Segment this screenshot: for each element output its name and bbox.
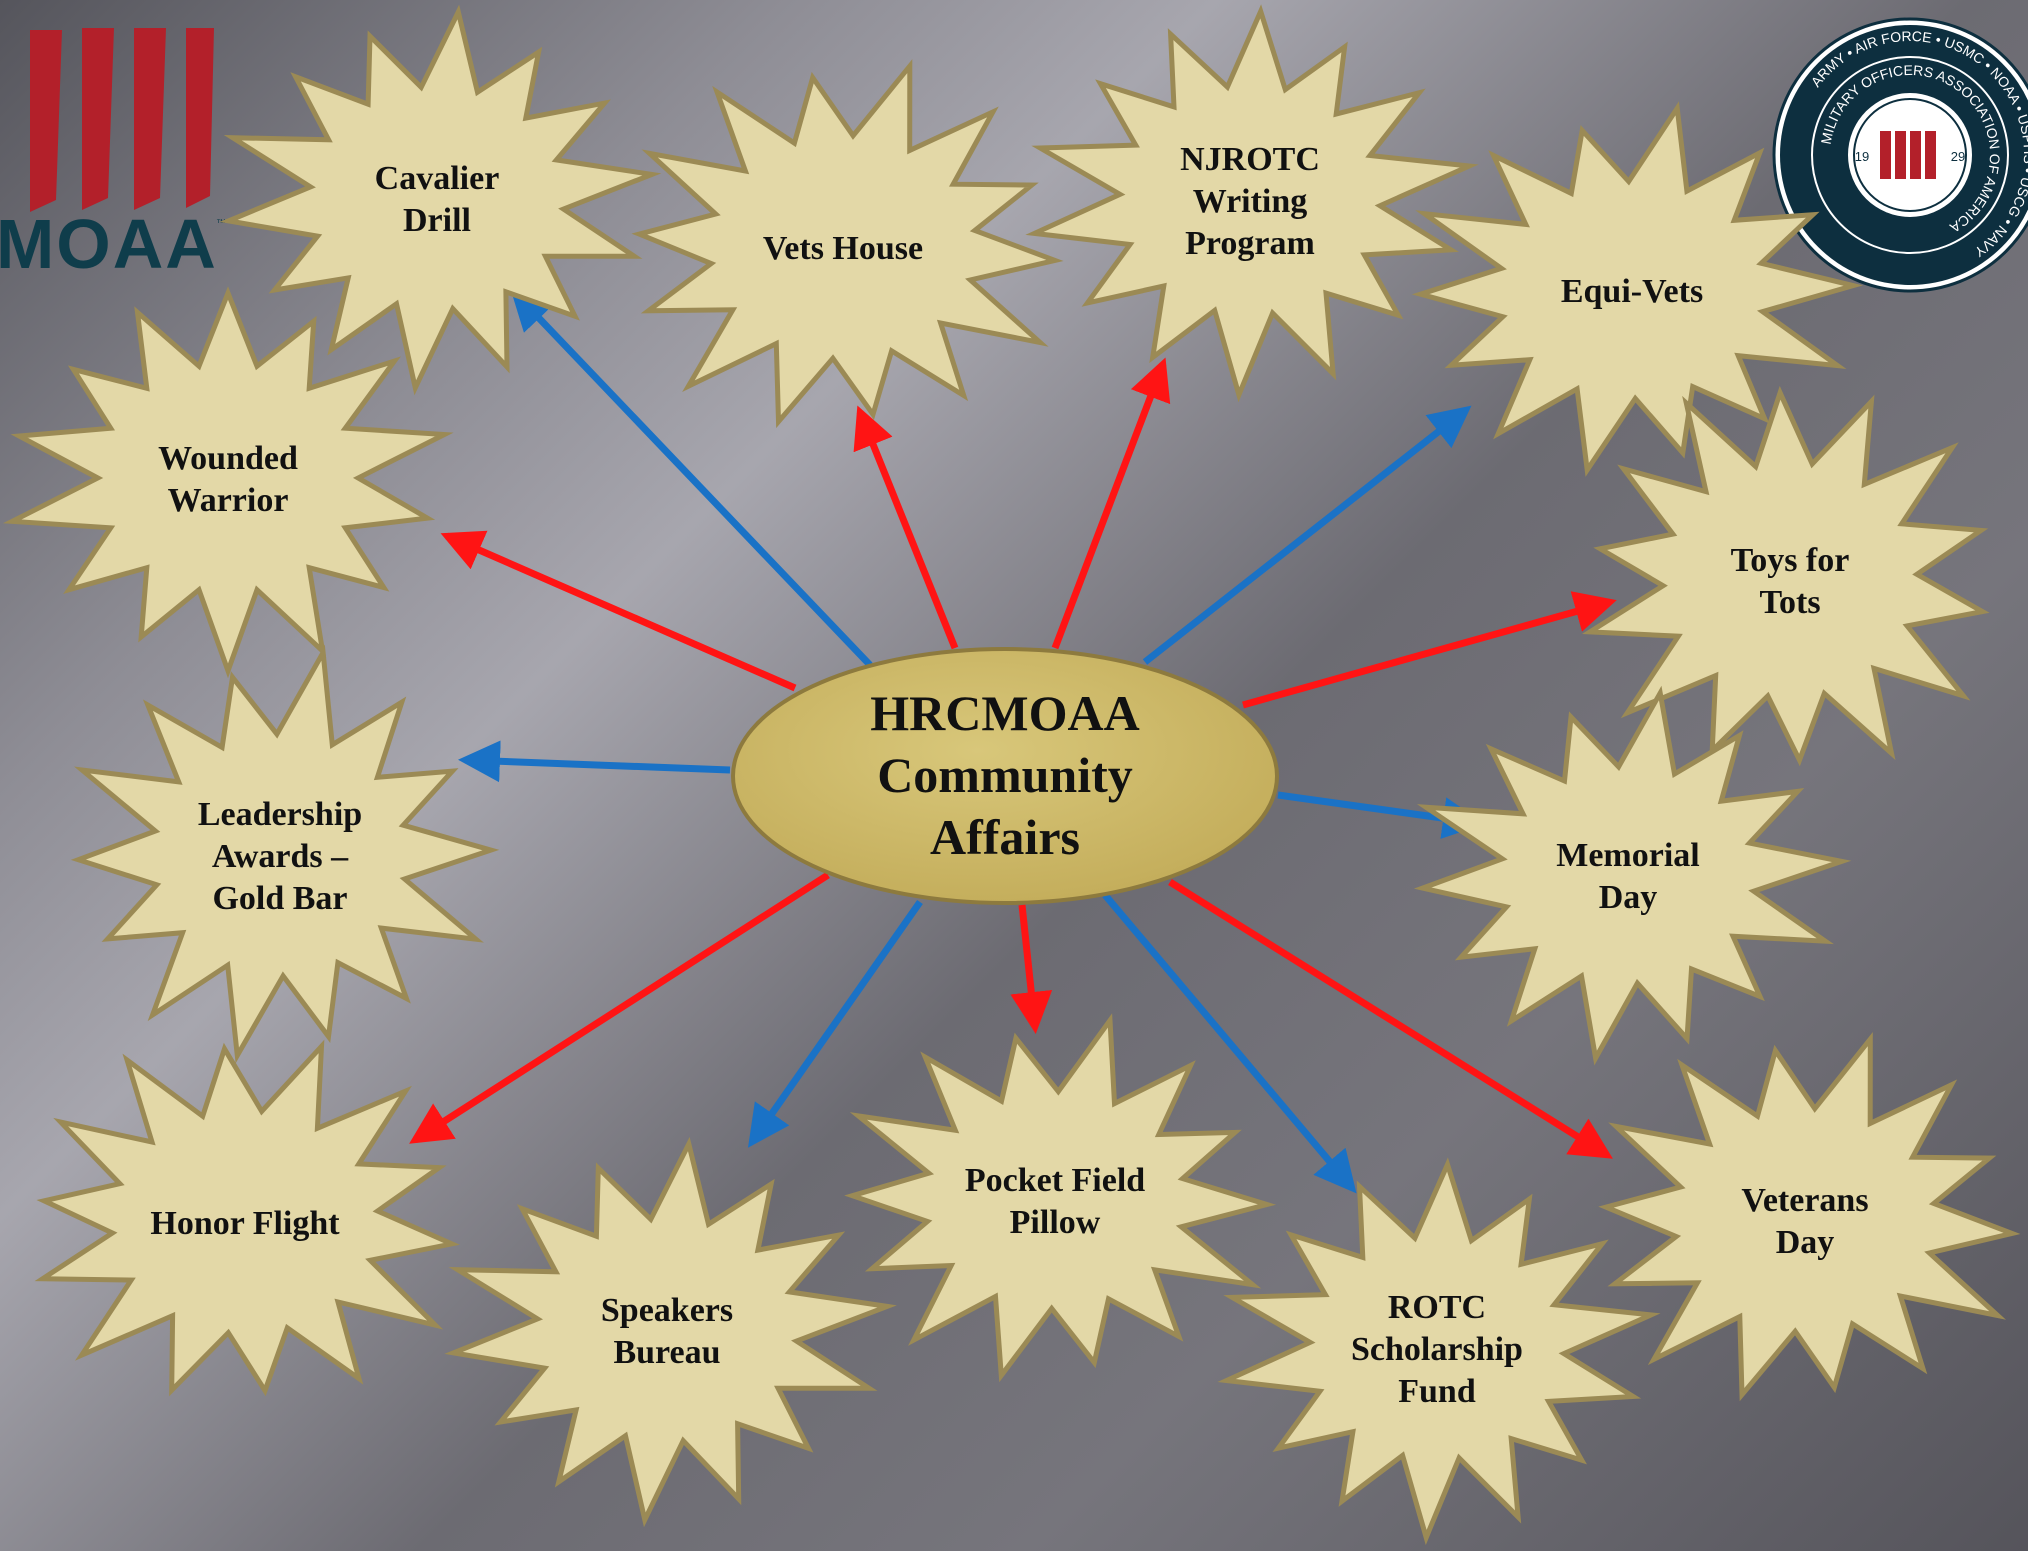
starburst-shape [2, 286, 454, 679]
starburst-shape [1413, 685, 1852, 1066]
node-label-line: ROTC [1388, 1289, 1486, 1326]
hub-title-line-1: HRCMOAA [870, 685, 1139, 741]
node-label-line: Vets House [763, 230, 923, 267]
seal-year-left: 19 [1855, 149, 1869, 164]
starburst-shape [1598, 1031, 2021, 1402]
node-label-line: Toys for [1731, 542, 1850, 579]
arrow-to-toys-for-tots [1242, 591, 1617, 709]
node-label-line: Pocket Field [965, 1162, 1145, 1199]
node-label-line: Bureau [613, 1334, 720, 1371]
node-label-line: Wounded [158, 440, 298, 477]
node-label-line: Writing [1193, 183, 1308, 220]
node-label-line: Leadership [198, 796, 362, 833]
moaa-seal: 19 29 MILITARY OFFICERS ASSOCIATION OF A… [1772, 17, 2028, 293]
node-label-line: Fund [1398, 1373, 1476, 1410]
arrow-to-wounded-warrior [440, 530, 797, 692]
starburst-shape [844, 1013, 1277, 1383]
arrow-to-honor-flight [409, 872, 830, 1144]
moaa-logo-bars-icon [30, 28, 214, 212]
node-label-line: Day [1776, 1224, 1835, 1261]
arrow-to-vets-house [853, 405, 959, 650]
node-label-line: NJROTC [1180, 141, 1320, 178]
moaa-logo-word: MOAA [0, 205, 218, 283]
node-label-line: Program [1185, 225, 1315, 262]
node-label-line: Honor Flight [150, 1205, 340, 1242]
starburst-shape [444, 1136, 897, 1528]
arrow-to-cavalier-drill [510, 287, 873, 668]
node-vets-house: Vets House [631, 59, 1064, 429]
starburst-shape [34, 1039, 460, 1397]
node-label-line: Day [1599, 879, 1658, 916]
hub: HRCMOAA Community Affairs [731, 647, 1279, 905]
node-label-line: Scholarship [1351, 1331, 1523, 1368]
arrow-to-njrotc-writing-program [1051, 357, 1171, 650]
node-label-line: Cavalier [375, 160, 500, 197]
moaa-logo-trademark: ™ [216, 218, 226, 229]
arrow-to-equi-vets [1142, 405, 1472, 665]
node-label-line: Veterans [1741, 1182, 1868, 1219]
arrow-to-leadership-awards-gold-bar [458, 740, 731, 783]
node-label-line: Memorial [1556, 837, 1700, 874]
arrow-to-rotc-scholarship-fund [1102, 892, 1357, 1194]
node-label-line: Equi-Vets [1561, 273, 1703, 310]
node-honor-flight: Honor Flight [34, 1039, 460, 1397]
node-label-line: Pillow [1010, 1204, 1101, 1241]
moaa-logo: MOAA ™ [0, 28, 226, 283]
arrow-to-pocket-field-pillow [1010, 904, 1053, 1034]
node-label-line: Gold Bar [212, 880, 347, 917]
starburst-shape [70, 644, 500, 1064]
seal-year-right: 29 [1951, 149, 1965, 164]
hub-title-line-2: Community [877, 747, 1133, 803]
arrow-to-speakers-bureau [747, 899, 923, 1148]
node-label-line: Speakers [601, 1292, 733, 1329]
node-label-line: Drill [403, 202, 471, 239]
hub-title-line-3: Affairs [930, 809, 1080, 865]
starburst-shape [219, 4, 662, 396]
node-equi-vets: Equi-Vets [1411, 101, 1863, 477]
starburst-shape [1411, 101, 1863, 477]
node-label-line: Awards – [212, 838, 349, 875]
node-label-line: Warrior [168, 482, 289, 519]
starburst-shape [631, 59, 1064, 429]
starburst-shape [1217, 1157, 1661, 1546]
node-label-line: Tots [1759, 584, 1820, 621]
starburst-shape [1025, 4, 1479, 403]
seal-center-bars-icon [1880, 131, 1936, 179]
arrow-to-veterans-day [1168, 879, 1613, 1159]
hub-ellipse [731, 647, 1279, 905]
